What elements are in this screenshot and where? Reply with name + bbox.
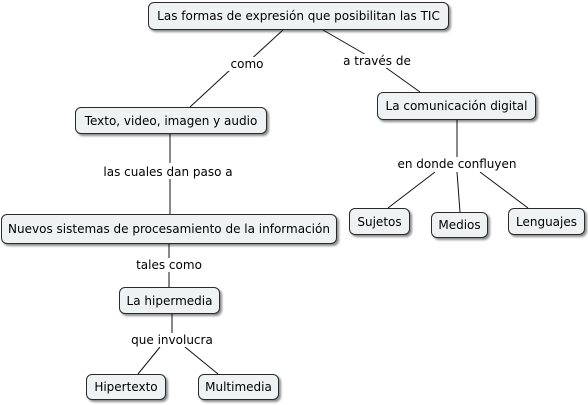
concept-hipertexto[interactable]: Hipertexto: [86, 374, 166, 400]
link-label-como: como: [227, 57, 267, 71]
concept-comunicacion-digital[interactable]: La comunicación digital: [377, 92, 536, 120]
line-como-texto: [189, 69, 231, 108]
link-label-las-cuales-dan-paso-a: las cuales dan paso a: [100, 165, 236, 179]
line-confluyen-lenguajes: [479, 171, 529, 209]
concept-nuevos-sistemas[interactable]: Nuevos sistemas de procesamiento de la i…: [1, 214, 337, 244]
concept-texto-video-imagen-audio[interactable]: Texto, video, imagen y audio: [75, 107, 267, 134]
line-confluyen-sujetos: [387, 171, 436, 209]
line-involucra-hipertexto: [137, 346, 161, 375]
link-label-a-traves-de: a través de: [340, 54, 414, 68]
line-root-atraves: [322, 29, 369, 57]
line-atraves-comunicacion: [384, 66, 421, 93]
link-label-tales-como: tales como: [133, 258, 205, 272]
concept-lenguajes[interactable]: Lenguajes: [508, 208, 585, 235]
line-confluyen-medios: [456, 171, 461, 213]
link-label-en-donde-confluyen: en donde confluyen: [394, 157, 520, 171]
concept-root[interactable]: Las formas de expresión que posibilitan …: [148, 2, 449, 30]
concept-medios[interactable]: Medios: [431, 212, 488, 238]
concept-sujetos[interactable]: Sujetos: [349, 208, 410, 235]
concept-la-hipermedia[interactable]: La hipermedia: [119, 287, 220, 314]
concept-multimedia[interactable]: Multimedia: [198, 374, 279, 400]
line-involucra-multimedia: [184, 346, 219, 375]
link-label-que-involucra: que involucra: [128, 333, 216, 347]
